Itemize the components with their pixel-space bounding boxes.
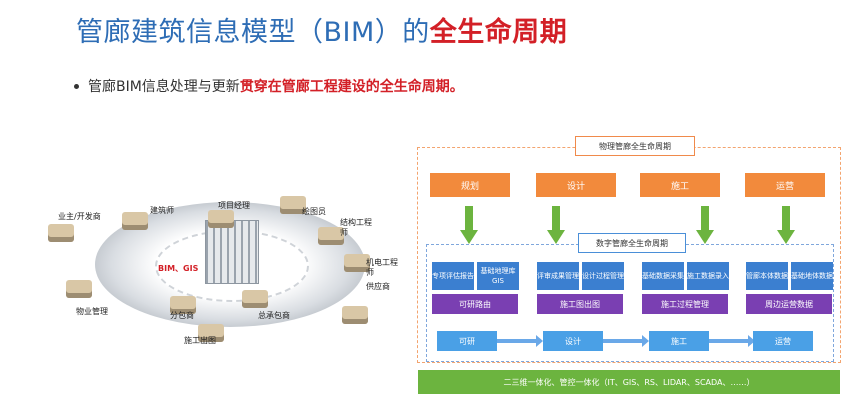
owner-desk-icon bbox=[48, 224, 74, 242]
sub-box: 专项评估报告 bbox=[432, 262, 474, 290]
title-highlight: 全生命周期 bbox=[429, 17, 568, 48]
sub-box: 基础地体数据 bbox=[791, 262, 833, 290]
output-operation-data: 周边运营数据 bbox=[746, 294, 832, 314]
manager-desk-icon bbox=[208, 210, 234, 228]
down-arrow-icon bbox=[696, 206, 714, 246]
right-arrow-icon bbox=[497, 335, 543, 347]
sub-box: 设计过程管理 bbox=[582, 262, 624, 290]
physical-lifecycle-header: 物理管廊全生命周期 bbox=[575, 136, 695, 156]
role-drafter: 绘图员 bbox=[302, 207, 326, 216]
building-model-icon bbox=[205, 220, 259, 284]
sub-box: 基础数据采集 bbox=[642, 262, 684, 290]
bullet-line: 管廊BIM信息处理与更新贯穿在管廊工程建设的全生命周期。 bbox=[74, 76, 464, 96]
sub-box: 基础地理库GIS bbox=[477, 262, 519, 290]
digital-lifecycle-header: 数字管廊全生命周期 bbox=[578, 233, 686, 253]
flow-operation: 运营 bbox=[753, 331, 813, 351]
right-arrow-icon bbox=[603, 335, 649, 347]
phase-construction: 施工 bbox=[640, 173, 720, 197]
output-process-management: 施工过程管理 bbox=[642, 294, 728, 314]
output-feasibility-route: 可研路由 bbox=[432, 294, 518, 314]
flow-design: 设计 bbox=[543, 331, 603, 351]
bim-lifecycle-illustration: BIM、GIS 业主/开发商 建筑师 项目经理 绘图员 结构工程师 机电工程师 … bbox=[40, 182, 400, 352]
role-general-contractor: 总承包商 bbox=[258, 311, 290, 320]
phase-operation: 运营 bbox=[745, 173, 825, 197]
subcontractor-icon bbox=[170, 296, 196, 314]
phase-planning: 规划 bbox=[430, 173, 510, 197]
down-arrow-icon bbox=[547, 206, 565, 246]
bullet-highlight: 贯穿在管廊工程建设的全生命周期。 bbox=[239, 79, 464, 95]
down-arrow-icon bbox=[777, 206, 795, 246]
sub-box: 施工数据录入 bbox=[687, 262, 729, 290]
drafter-desk-icon bbox=[280, 196, 306, 214]
title-main: 管廊建筑信息模型（BIM）的 bbox=[76, 17, 430, 48]
role-project-manager: 项目经理 bbox=[218, 201, 250, 210]
role-property-management: 物业管理 bbox=[76, 307, 108, 316]
bullet-dot-icon bbox=[74, 83, 79, 89]
flow-feasibility: 可研 bbox=[437, 331, 497, 351]
flow-construction: 施工 bbox=[649, 331, 709, 351]
page-title: 管廊建筑信息模型（BIM）的全生命周期 bbox=[76, 10, 567, 49]
role-construction-drawing: 施工出图 bbox=[184, 336, 216, 345]
integration-footer-bar: 二三维一体化、管控一体化（IT、GIS、RS、LIDAR、SCADA、……） bbox=[418, 370, 840, 394]
right-arrow-icon bbox=[709, 335, 755, 347]
role-structural-engineer: 结构工程师 bbox=[340, 218, 372, 237]
sub-box: 评审成果管理 bbox=[537, 262, 579, 290]
architect-desk-icon bbox=[122, 212, 148, 230]
contractor-desk-icon bbox=[242, 290, 268, 308]
role-owner: 业主/开发商 bbox=[58, 212, 101, 221]
bullet-prefix: 管廊BIM信息处理与更新 bbox=[88, 79, 240, 95]
role-subcontractor: 分包商 bbox=[170, 311, 194, 320]
down-arrow-icon bbox=[460, 206, 478, 246]
center-label: BIM、GIS bbox=[158, 264, 199, 273]
role-mep-engineer: 机电工程师 bbox=[366, 258, 398, 277]
role-architect: 建筑师 bbox=[150, 206, 174, 215]
role-supplier: 供应商 bbox=[366, 282, 390, 291]
mep-desk-icon bbox=[344, 254, 370, 272]
output-construction-drawing: 施工图出图 bbox=[537, 294, 623, 314]
sub-box: 管廊本体数据 bbox=[746, 262, 788, 290]
drawing-printer-icon bbox=[198, 324, 224, 342]
supplier-materials-icon bbox=[342, 306, 368, 324]
property-building-icon bbox=[66, 280, 92, 298]
phase-design: 设计 bbox=[536, 173, 616, 197]
structural-desk-icon bbox=[318, 227, 344, 245]
